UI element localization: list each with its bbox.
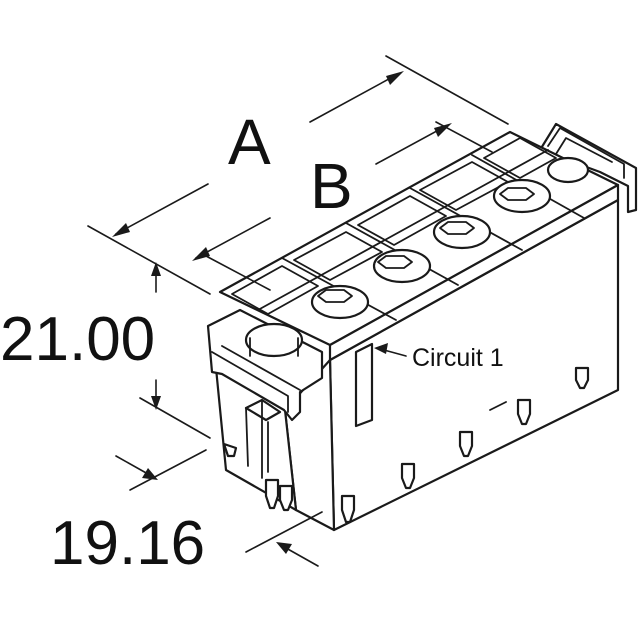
pin [400,462,416,490]
dimension-b [192,121,493,291]
dimension-a [87,55,509,295]
pin [264,478,280,510]
pc-pins [222,366,590,524]
pin [222,442,238,458]
pin [516,398,532,426]
connector-body [206,122,638,532]
label-circuit-1: Circuit 1 [412,344,504,372]
label-a: A [228,106,271,178]
dimension-height [139,262,211,439]
pin [458,430,474,458]
pin [340,494,356,524]
circuit-1-leader [374,343,407,357]
label-depth: 19.16 [50,509,205,578]
label-height: 21.00 [0,305,155,374]
dimension-depth [115,449,323,567]
pin [278,484,294,512]
label-b: B [310,150,353,222]
pin [574,366,590,390]
